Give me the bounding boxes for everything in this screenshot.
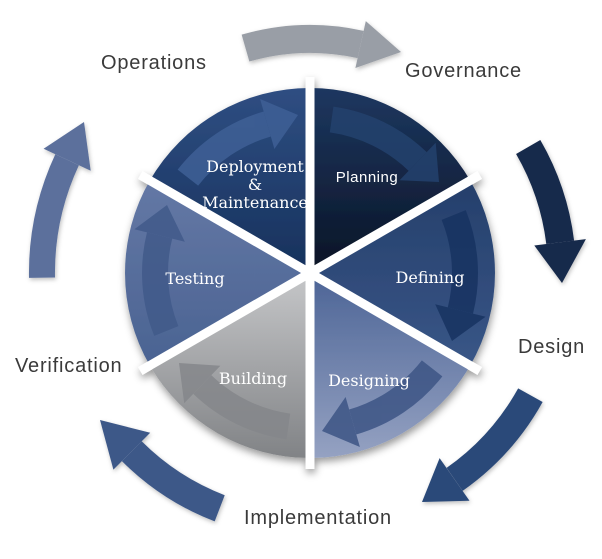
- governance-label: Governance: [405, 60, 522, 82]
- deployment-maintenance-slice-label: Deployment & Maintenance: [202, 157, 308, 212]
- outer-cycle-arrows: [28, 21, 586, 522]
- slice-separators: [138, 77, 482, 469]
- cycle-arrow-right-icon: [515, 139, 586, 283]
- planning-arc-arrow-icon: [329, 106, 439, 182]
- implementation-label: Implementation: [244, 507, 392, 529]
- deployment-label-line2: &: [248, 175, 262, 194]
- testing-slice-label: Testing: [165, 269, 224, 288]
- cycle-arrow-bottom-left-icon: [100, 420, 225, 522]
- deployment-label-line1: Deployment: [206, 157, 304, 176]
- defining-arc-arrow-icon: [435, 210, 486, 341]
- cycle-arrow-left-icon: [28, 122, 91, 278]
- cycle-arrow-bottom-right-icon: [422, 388, 543, 502]
- deployment-arc-arrow-icon: [177, 99, 298, 186]
- center-dot: [304, 267, 316, 279]
- defining-slice-label: Defining: [396, 268, 465, 287]
- deployment-label-line3: Maintenance: [202, 193, 308, 212]
- building-slice-label: Building: [219, 369, 287, 388]
- planning-slice-label: Planning: [336, 169, 398, 186]
- designing-arc-arrow-icon: [322, 360, 443, 447]
- designing-slice-label: Designing: [328, 371, 410, 390]
- testing-arc-arrow-icon: [134, 205, 185, 336]
- operations-label: Operations: [101, 52, 207, 74]
- verification-label: Verification: [15, 355, 123, 377]
- cycle-arrow-top-icon: [241, 21, 401, 69]
- design-label: Design: [518, 336, 586, 358]
- rim-arrows: [134, 99, 486, 447]
- building-arc-arrow-icon: [179, 363, 291, 440]
